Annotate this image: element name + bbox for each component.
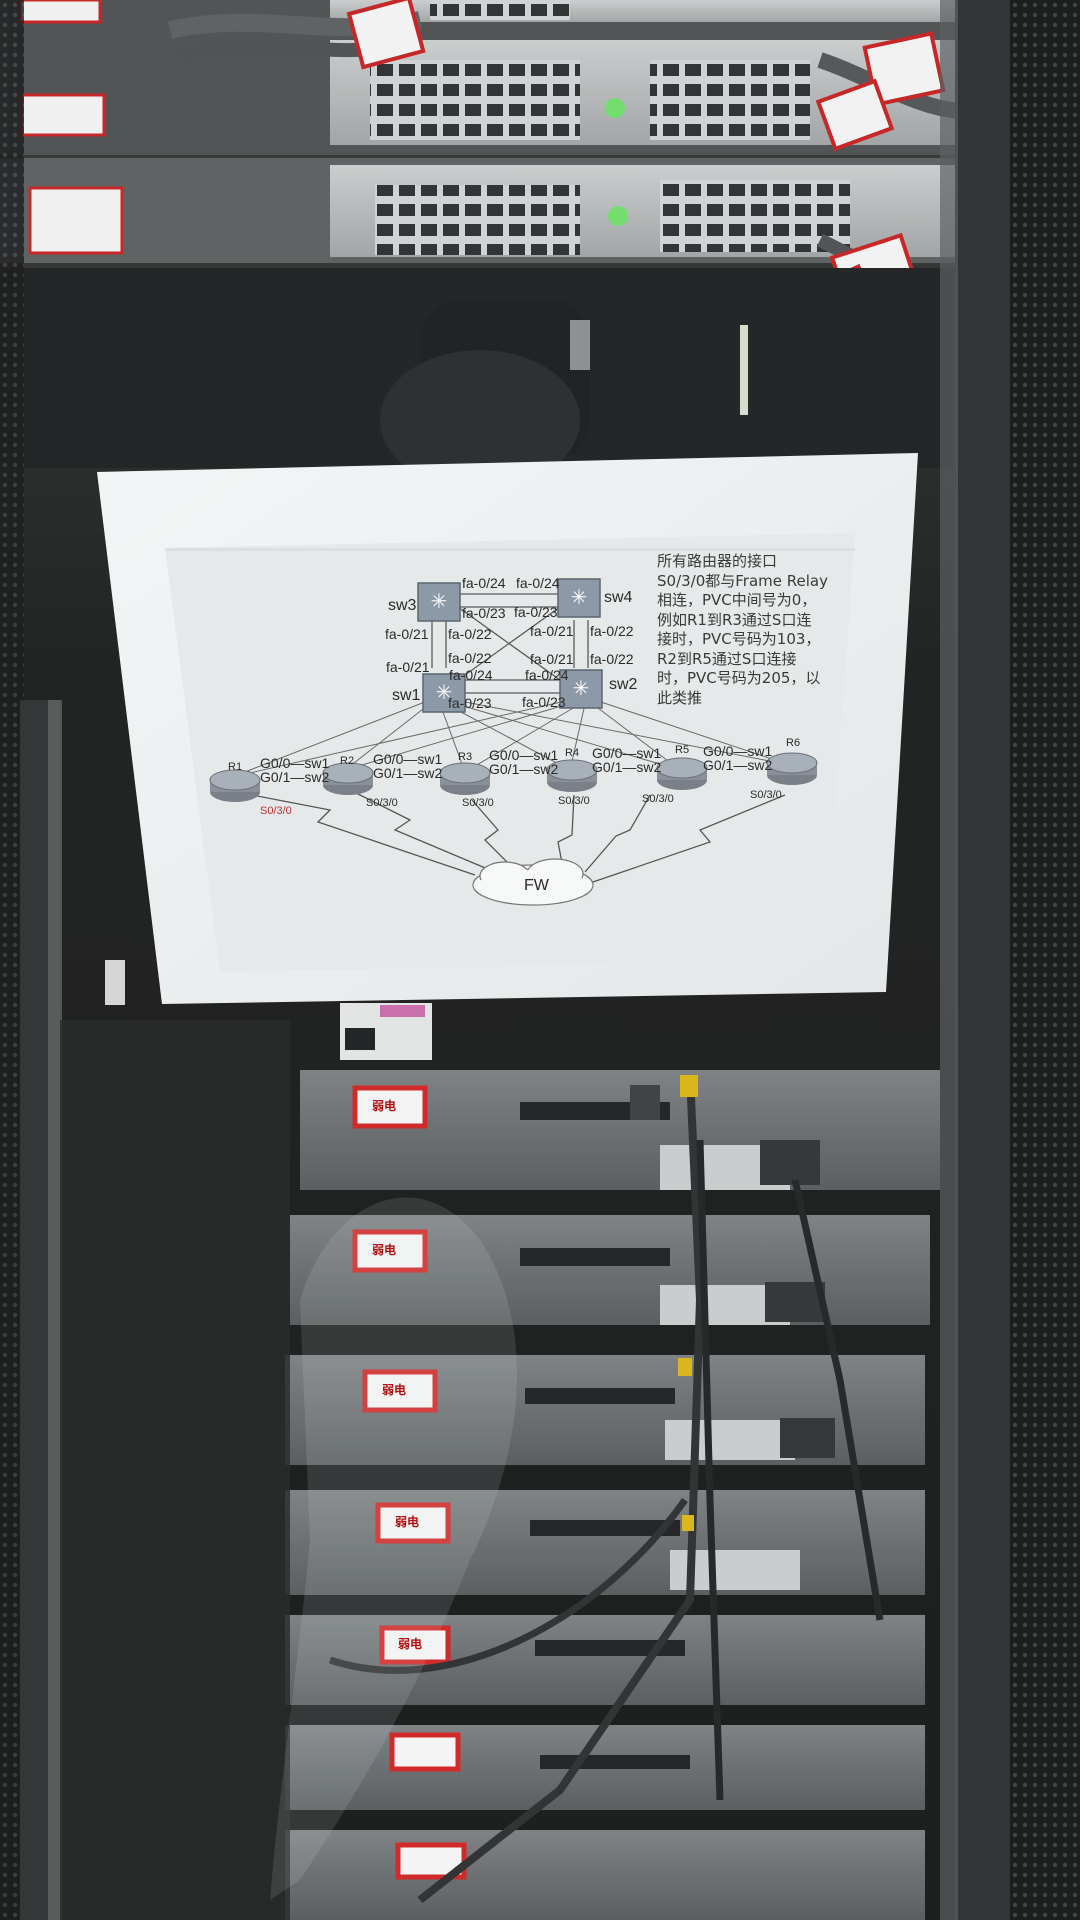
router-unit	[285, 1355, 925, 1465]
serial-links	[251, 792, 786, 884]
svg-text:✳: ✳	[436, 680, 453, 704]
router-icon	[766, 752, 818, 785]
fw-cloud	[472, 858, 594, 906]
router-unit	[285, 1615, 925, 1705]
switch-icon: ✳	[422, 673, 466, 713]
rack-rail-right	[1005, 0, 1080, 1920]
topology-printout: ✳ ✳ ✳ ✳	[97, 453, 918, 1004]
switch-icon: ✳	[559, 669, 603, 709]
router-unit	[285, 1725, 925, 1810]
router-icon	[322, 762, 374, 795]
switch-icon: ✳	[417, 582, 461, 622]
router-uplinks	[231, 699, 791, 778]
router-unit	[285, 1830, 925, 1920]
router-icon	[439, 762, 491, 795]
router-icon	[209, 769, 261, 802]
svg-text:✳: ✳	[431, 589, 448, 613]
status-led	[605, 98, 625, 118]
router-icon	[656, 757, 708, 790]
switch-panel-top	[0, 0, 1000, 155]
router-icon	[546, 759, 598, 792]
switch-links	[431, 593, 589, 694]
router-unit	[300, 1070, 940, 1190]
svg-text:✳: ✳	[571, 585, 588, 609]
svg-text:✳: ✳	[573, 676, 590, 700]
status-led	[608, 206, 628, 226]
switch-icon: ✳	[557, 578, 601, 618]
